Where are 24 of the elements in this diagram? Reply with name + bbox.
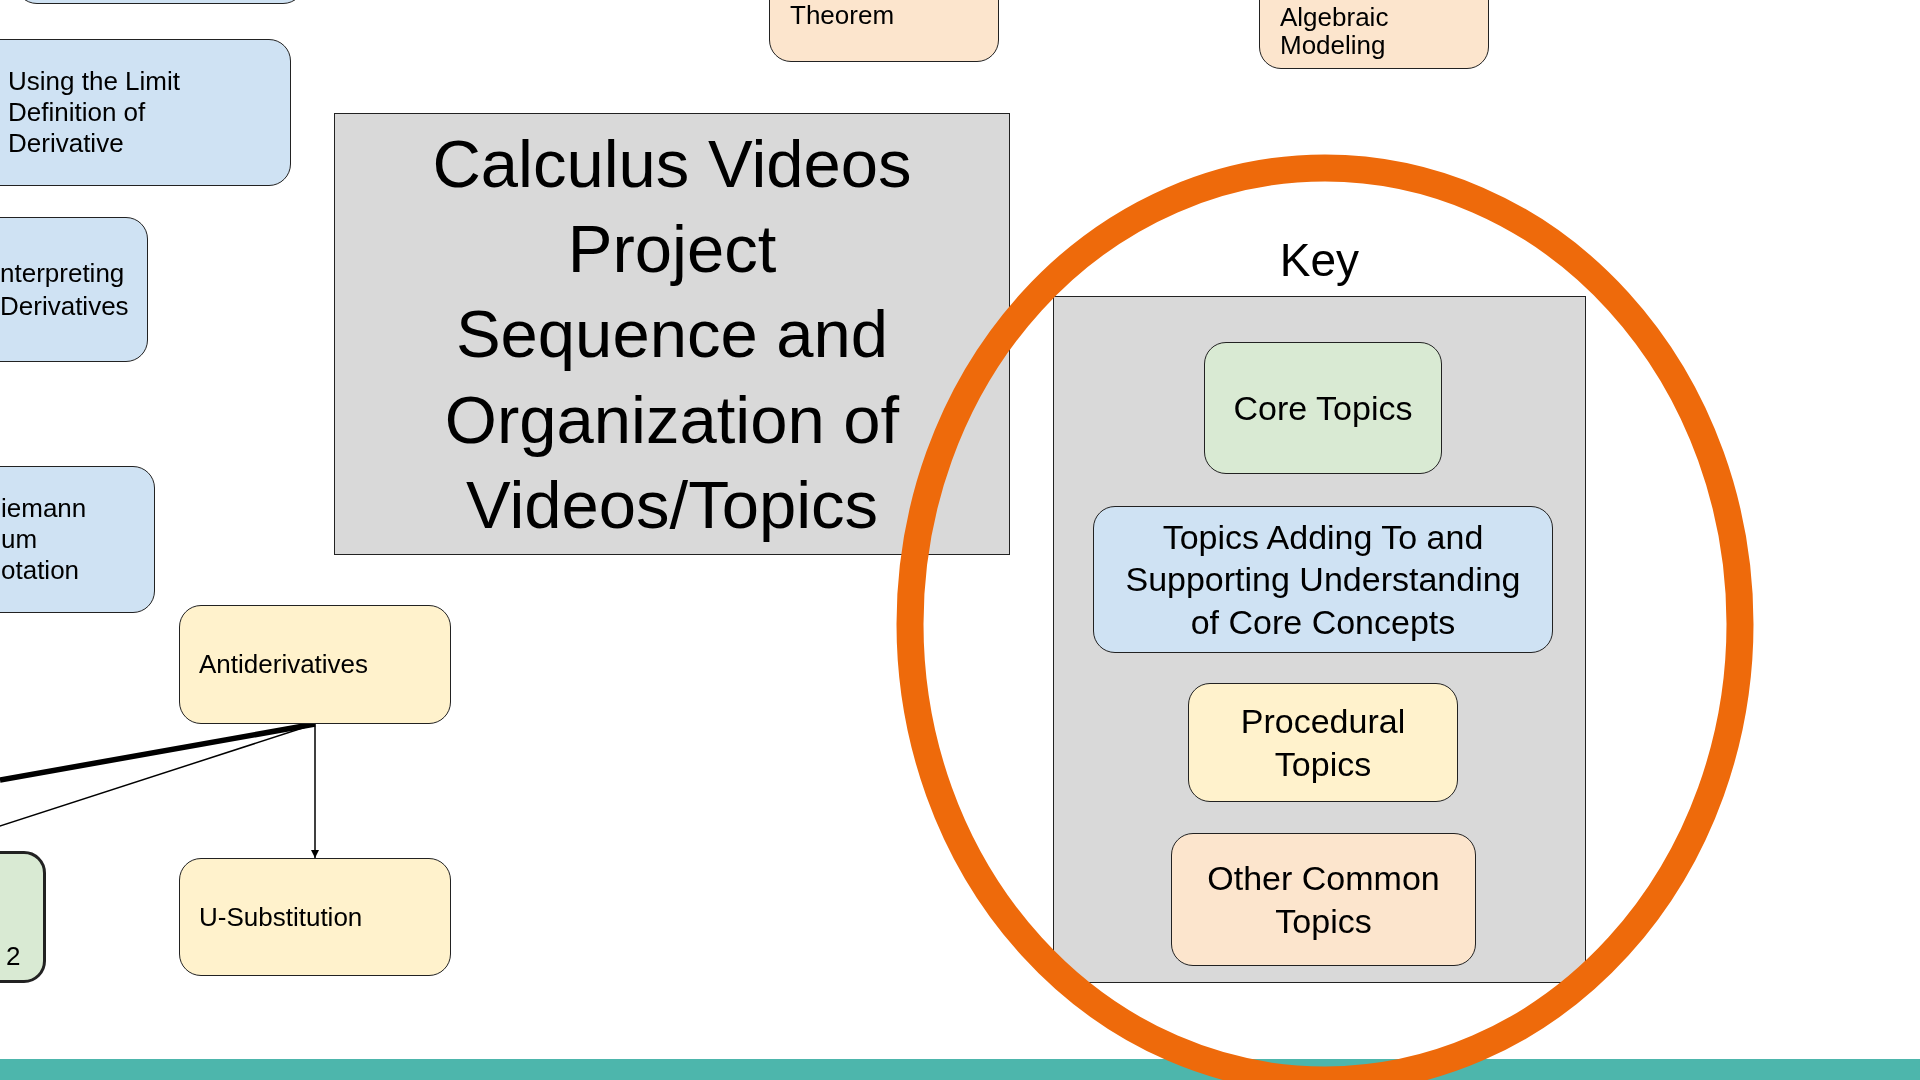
key-heading: Key <box>1278 233 1361 287</box>
topic-label: Topics Adding To and Supporting Understanding of Core Concepts <box>1124 516 1522 643</box>
topic-label: nterpreting Derivatives <box>0 257 130 322</box>
connector-line <box>0 721 316 783</box>
topic-box <box>0 39 291 186</box>
topic-label: Using the Limit Definition of Derivative <box>8 65 181 160</box>
title-box <box>334 113 1010 555</box>
topic-box <box>179 605 451 724</box>
topic-label: Other Common Topics <box>1206 858 1441 942</box>
topic-label: Core Topics <box>1233 387 1413 429</box>
topic-box <box>1188 683 1458 802</box>
topic-label: 2 <box>6 939 21 972</box>
topic-box <box>1171 833 1476 966</box>
topic-box <box>1093 506 1553 653</box>
topic-label: U-Substitution <box>199 900 363 934</box>
topic-box <box>1204 342 1442 474</box>
topic-label: Theorem <box>790 0 895 31</box>
title-text: Calculus Videos Project Sequence and Organization of Videos/Topics <box>431 125 913 544</box>
topic-label: Antiderivatives <box>199 648 369 681</box>
topic-label: iemann um otation <box>1 492 88 587</box>
topic-label: Algebraic Modeling <box>1280 2 1390 60</box>
topic-label: Procedural Topics <box>1239 701 1407 785</box>
topic-box <box>179 858 451 976</box>
arrow <box>311 723 319 859</box>
